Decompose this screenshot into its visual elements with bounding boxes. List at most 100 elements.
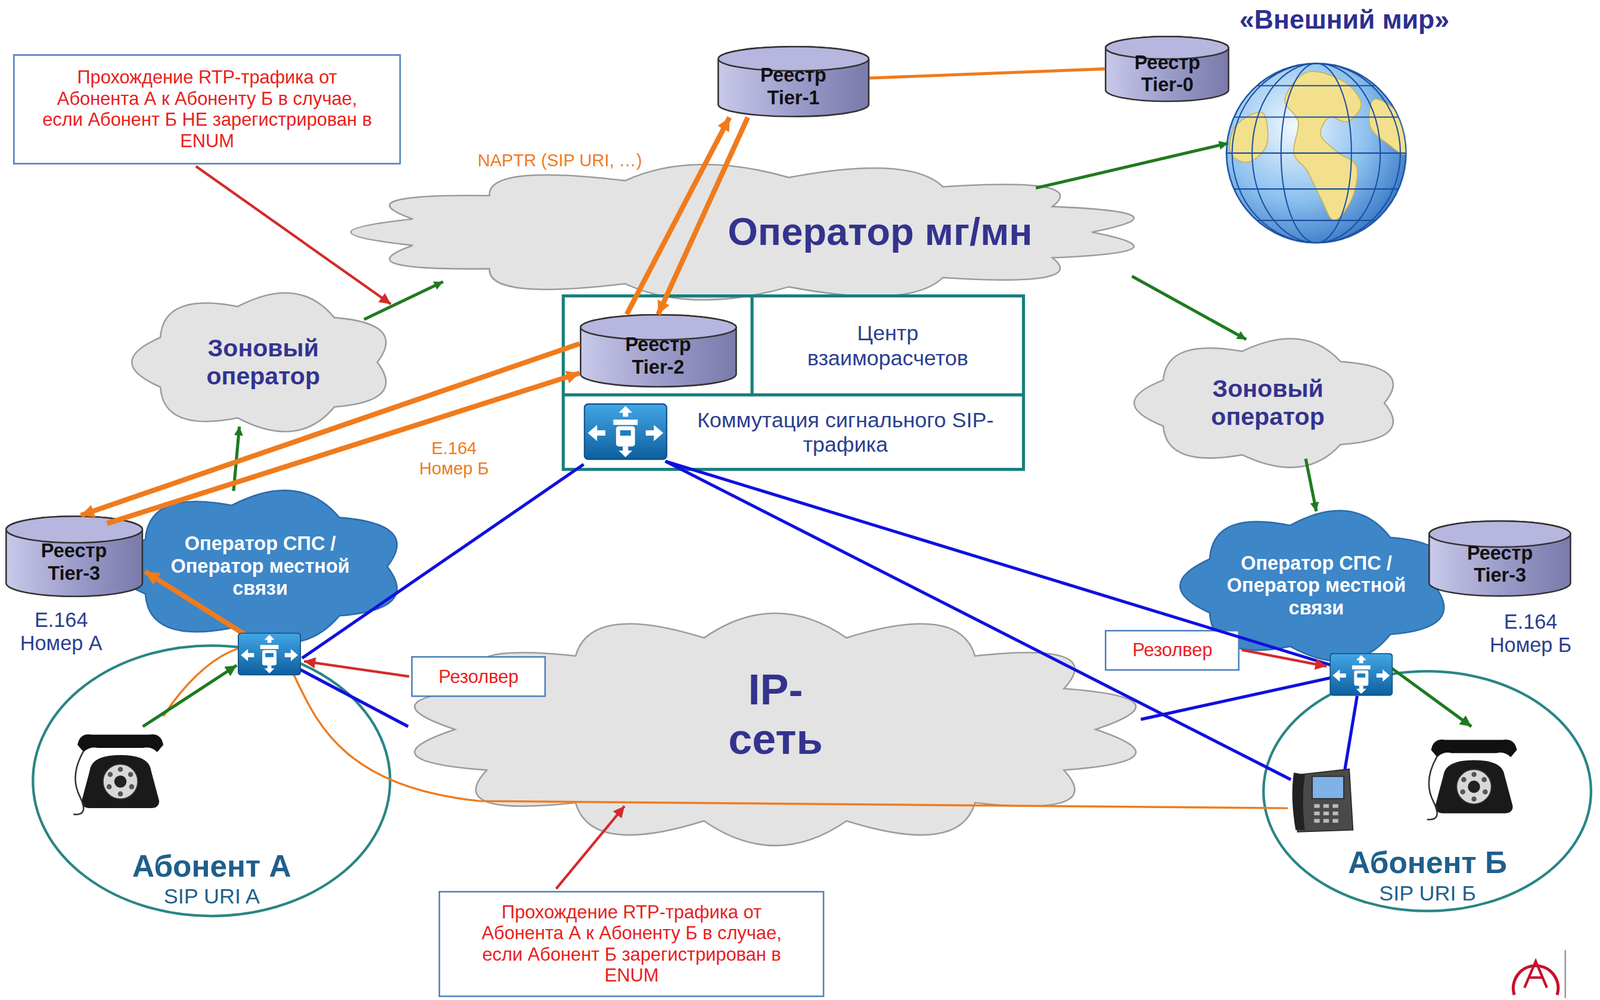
signalling-line (297, 668, 409, 728)
subscriber-ellipse-text: SIP URI A (163, 883, 260, 909)
globe-map (1226, 63, 1407, 243)
registry-cylinder-text: Реестр Tier-2 (617, 333, 699, 379)
subscriber-ellipse-text: Абонент Б (1347, 844, 1507, 881)
callout-note-outline (14, 54, 401, 164)
switching-frame (563, 296, 1024, 470)
globe-grid (1256, 219, 1376, 222)
globe-land (1284, 71, 1362, 221)
registry-cylinder-text: Реестр Tier-0 (1126, 51, 1208, 97)
local-operator-cloud-text: Оператор СПС / Оператор местной связи (1214, 552, 1419, 620)
settlement-cell-text: Центр взаиморасчетов (785, 320, 990, 371)
cloud-outline (414, 613, 1136, 846)
settlement-cell: Центр взаиморасчетов (752, 296, 1024, 396)
rtp-path (163, 645, 1288, 809)
switching-cell-text: Коммутация сигнального SIP-трафика (692, 407, 999, 458)
leader-arrow (303, 661, 409, 677)
registry-cylinder: Реестр Tier-3 (5, 515, 144, 598)
call-route-arrow (1035, 143, 1229, 188)
sip-switch-icon (1330, 653, 1393, 696)
resolver-box: Резолвер (1104, 629, 1240, 671)
globe-grid (1234, 116, 1399, 118)
local-operator-cloud-text: Оператор СПС / Оператор местной связи (157, 532, 362, 600)
callout-note: Прохождение RTP-трафика от Абонента А к … (438, 890, 825, 997)
subscriber-ellipse-text: SIP URI Б (1378, 880, 1477, 906)
registry-cylinder-text: Реестр Tier-1 (752, 64, 835, 110)
callout-note-text: Прохождение RTP-трафика от Абонента А к … (463, 901, 800, 987)
subscriber-ellipse: Абонент АSIP URI A (30, 642, 393, 919)
call-route-arrow (364, 281, 444, 320)
globe-grid (1256, 85, 1376, 87)
globe-grid (1234, 188, 1399, 190)
switching-frame (563, 296, 1024, 470)
cloud-outline (350, 164, 1135, 300)
signalling-line (302, 464, 584, 658)
operator-cloud: Оператор мг/мн (346, 163, 1148, 301)
globe-text: «Внешний мир» (1239, 4, 1450, 35)
company-logo (1564, 949, 1567, 998)
cloud-outline (1134, 338, 1394, 468)
sip-switch-icon (238, 404, 1393, 696)
ellipse-outline (1263, 670, 1592, 911)
callout-note-outline (439, 891, 825, 997)
local-operator-cloud: Оператор СПС / Оператор местной связи (112, 488, 409, 646)
registry-cylinder: Реестр Tier-3 (1428, 520, 1572, 597)
query-arrow (144, 571, 250, 638)
registry-cylinder: Реестр Tier-1 (717, 45, 870, 118)
globe-grid (1226, 63, 1406, 243)
callout-note-text: Прохождение RTP-трафика от Абонента А к … (38, 66, 376, 152)
leader-arrow (196, 166, 1327, 889)
company-logo (1524, 961, 1547, 989)
number-label: E.164 Номер А (10, 608, 113, 656)
company-logo (1512, 949, 1565, 998)
cylinder-body (5, 516, 143, 596)
signalling-line (1140, 677, 1332, 720)
cylinder-top (5, 516, 143, 543)
cylinder-body (718, 46, 869, 117)
resolver-box-outline (1105, 630, 1239, 670)
signalling-line (1344, 696, 1358, 770)
phone-icon (73, 734, 1517, 832)
signalling-line (665, 461, 1332, 666)
number-label: E.164 Номер Б (402, 438, 505, 479)
ellipse-outline (33, 645, 391, 916)
zone-cloud-text: Зоновый оператор (1196, 374, 1340, 432)
phone-icon (1292, 768, 1354, 832)
registry-cylinder-text: Реестр Tier-3 (1459, 542, 1542, 587)
call-route-arrow (1132, 276, 1247, 340)
sip-switch-icon (584, 404, 667, 460)
call-route-arrow (1305, 458, 1317, 512)
callout-note: Прохождение RTP-трафика от Абонента А к … (13, 54, 402, 165)
globe-shape (1209, 0, 1480, 247)
registry-cylinder-text: Реестр Tier-3 (33, 539, 116, 585)
switching-frame (750, 296, 754, 396)
operator-cloud-text: Оператор мг/мн (727, 209, 1033, 255)
cloud-outline (113, 489, 398, 643)
registry-cylinder: Реестр Tier-2 (579, 314, 738, 388)
cylinder-body (580, 315, 736, 388)
globe-sphere (1226, 63, 1406, 243)
zone-cloud-text: Зоновый оператор (191, 334, 335, 391)
cloud-outline (131, 293, 386, 433)
company-logo (1512, 965, 1558, 996)
ip-network-cloud-text: IP- сеть (709, 665, 843, 764)
globe-grid (1226, 152, 1406, 154)
leader-arrow (555, 806, 625, 890)
switching-frame (563, 393, 1024, 397)
leader-arrow (1241, 650, 1327, 667)
number-label: E.164 Номер Б (1479, 610, 1582, 658)
ip-network-cloud: IP- сеть (402, 611, 1148, 847)
registry-link (869, 69, 1106, 79)
globe-land (1229, 112, 1269, 163)
resolver-box-outline (411, 656, 545, 697)
registry-cylinder: Реестр Tier-0 (1104, 35, 1230, 102)
globe: «Внешний мир» (1209, 0, 1480, 247)
resolver-box: Резолвер (411, 656, 546, 697)
signalling-line (665, 461, 1291, 780)
resolver-box-text: Резолвер (438, 666, 519, 688)
zone-cloud: Зоновый оператор (1132, 336, 1404, 470)
resolver-box-text: Резолвер (1132, 639, 1213, 661)
phone-icon (1427, 739, 1518, 820)
zone-cloud: Зоновый оператор (130, 290, 396, 434)
call-arrow (143, 665, 1472, 727)
